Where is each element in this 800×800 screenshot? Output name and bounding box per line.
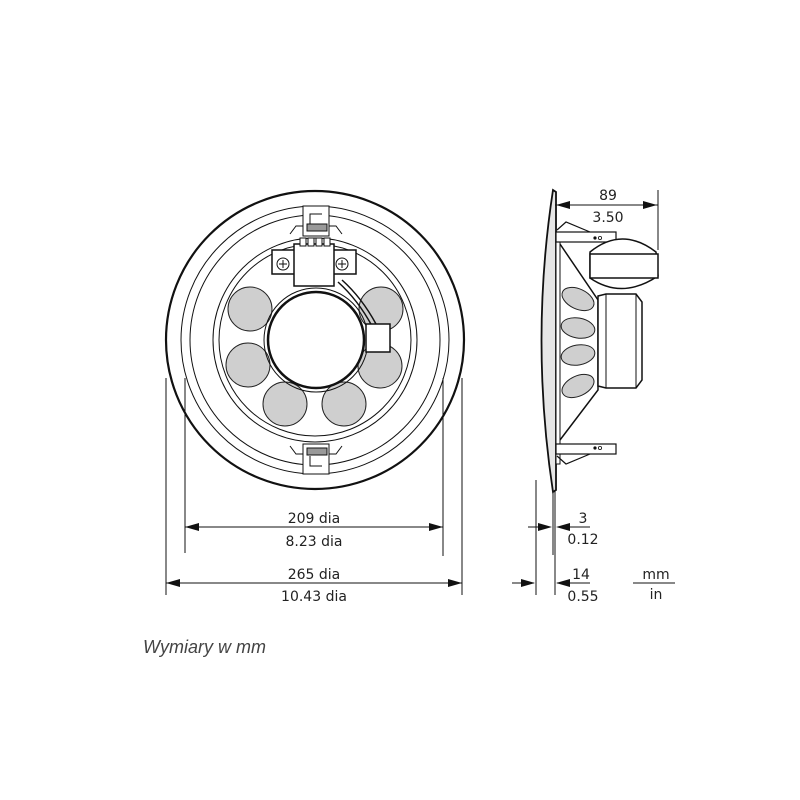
inner-diameter-mm: 209 dia: [288, 511, 341, 527]
flange-thickness-in: 0.12: [567, 532, 598, 548]
side-view: [540, 188, 659, 494]
inner-diameter-in: 8.23 dia: [286, 534, 343, 550]
mounting-depth-mm: 14: [572, 567, 590, 583]
vent-holes: [225, 286, 404, 427]
dimension-labels: 209 dia 8.23 dia 265 dia 10.43 dia 89 3.…: [281, 188, 670, 605]
mounting-depth-in: 0.55: [567, 589, 598, 605]
front-view: [164, 189, 466, 491]
depth-in: 3.50: [592, 210, 623, 226]
dimension-arrows: [166, 201, 657, 587]
flange-thickness-mm: 3: [579, 511, 588, 527]
unit-mm: mm: [642, 567, 669, 583]
top-clip: [289, 205, 343, 237]
outer-diameter-in: 10.43 dia: [281, 589, 347, 605]
bottom-clip: [289, 443, 343, 475]
terminal-block: [271, 237, 391, 353]
outer-diameter-mm: 265 dia: [288, 567, 341, 583]
caption: Wymiary w mm: [143, 637, 266, 657]
depth-mm: 89: [599, 188, 617, 204]
unit-in: in: [650, 587, 663, 603]
center-hub: [266, 290, 366, 390]
